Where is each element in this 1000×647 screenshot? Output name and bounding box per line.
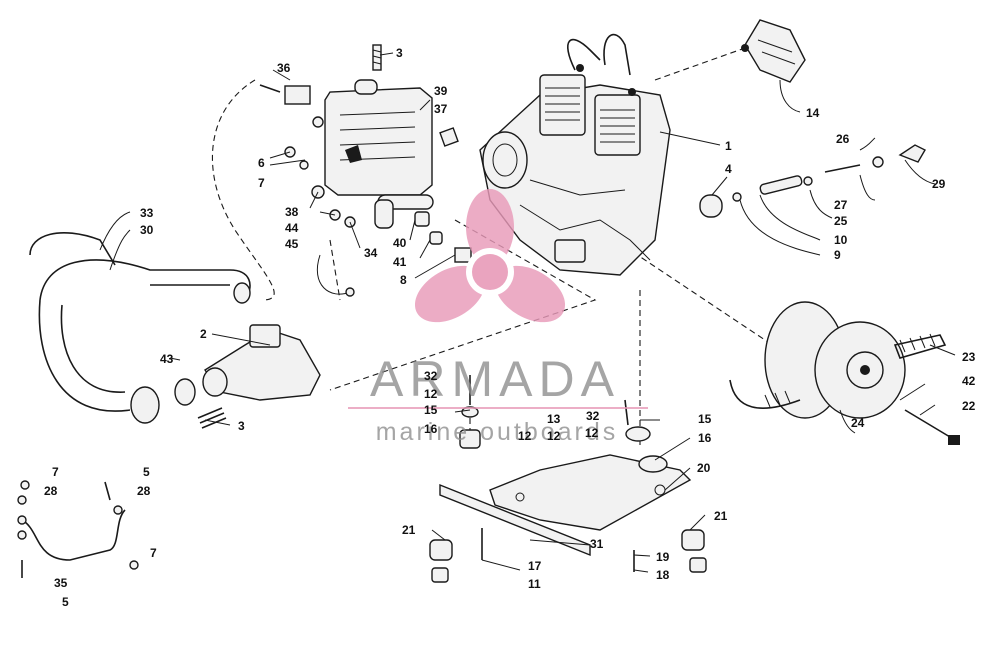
propeller-mark (414, 189, 566, 323)
callout-32-right: 32 (586, 409, 600, 423)
callout-32-left: 32 (424, 369, 438, 383)
callout-12-right: 12 (585, 426, 599, 440)
callout-38: 38 (285, 205, 299, 219)
callout-13: 13 (547, 412, 561, 426)
callout-21-right: 21 (714, 509, 728, 523)
callout-25: 25 (834, 214, 848, 228)
callout-5-bottom: 5 (62, 595, 69, 609)
part-callouts: 1 2 3 3 4 5 5 6 7 7 7 8 9 10 11 12 12 12… (44, 46, 976, 609)
propeller-blade-top (466, 189, 514, 265)
callout-23: 23 (962, 350, 976, 364)
engine-block (479, 33, 671, 276)
callout-10: 10 (834, 233, 848, 247)
callout-22: 22 (962, 399, 976, 413)
callout-7-left: 7 (52, 465, 59, 479)
callout-6: 6 (258, 156, 265, 170)
exhaust-system (29, 232, 321, 429)
callout-12-small: 12 (547, 429, 561, 443)
callout-28-right: 28 (137, 484, 151, 498)
callout-43: 43 (160, 352, 174, 366)
callout-18: 18 (656, 568, 670, 582)
callout-35: 35 (54, 576, 68, 590)
callout-12-center: 12 (518, 429, 532, 443)
callout-15-left: 15 (424, 403, 438, 417)
callout-2: 2 (200, 327, 207, 341)
callout-45: 45 (285, 237, 299, 251)
callout-20: 20 (697, 461, 711, 475)
callout-14: 14 (806, 106, 820, 120)
propeller-hub (472, 254, 508, 290)
callout-42: 42 (962, 374, 976, 388)
starter-hardware (699, 144, 926, 218)
recoil-starter (729, 301, 947, 419)
watermark-logo: ARMADA marine outboards (348, 189, 648, 446)
callout-26: 26 (836, 132, 850, 146)
callout-40: 40 (393, 236, 407, 250)
callout-31: 31 (590, 537, 604, 551)
callout-41: 41 (393, 255, 407, 269)
callout-27: 27 (834, 198, 848, 212)
oil-tank (324, 44, 434, 229)
mount-plate (439, 454, 692, 557)
callout-16-left: 16 (424, 422, 438, 436)
callout-44: 44 (285, 221, 299, 235)
callout-7-right: 7 (150, 546, 157, 560)
callout-30: 30 (140, 223, 154, 237)
mount-hardware (429, 375, 960, 583)
callout-16-right: 16 (698, 431, 712, 445)
callout-19: 19 (656, 550, 670, 564)
callout-9: 9 (834, 248, 841, 262)
watermark-brand: ARMADA (370, 351, 620, 407)
callout-34: 34 (364, 246, 378, 260)
callout-5-right: 5 (143, 465, 150, 479)
callout-4: 4 (725, 162, 732, 176)
starter-handle (741, 19, 806, 83)
linkage-bracket (17, 480, 139, 578)
callout-8: 8 (400, 273, 407, 287)
callout-17: 17 (528, 559, 542, 573)
callout-36: 36 (277, 61, 291, 75)
callout-3-spring: 3 (238, 419, 245, 433)
callout-1: 1 (725, 139, 732, 153)
callout-11: 11 (528, 577, 541, 591)
callout-28-left: 28 (44, 484, 58, 498)
leader-lines (99, 52, 956, 573)
callout-12-left: 12 (424, 387, 438, 401)
callout-21-left: 21 (402, 523, 416, 537)
callout-39: 39 (434, 84, 448, 98)
callout-24: 24 (851, 416, 865, 430)
callout-33: 33 (140, 206, 154, 220)
callout-29: 29 (932, 177, 946, 191)
callout-3-top: 3 (396, 46, 403, 60)
callout-7-top: 7 (258, 176, 265, 190)
watermark-tagline: marine outboards (376, 418, 619, 446)
callout-15-right: 15 (698, 412, 712, 426)
callout-37: 37 (434, 102, 448, 116)
